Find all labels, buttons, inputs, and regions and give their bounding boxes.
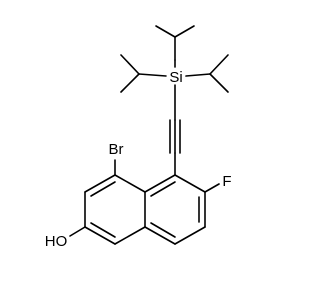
bond bbox=[114, 174, 146, 193]
bond bbox=[144, 174, 176, 193]
hydroxyl-atom-label: HO bbox=[45, 233, 68, 250]
bond bbox=[120, 73, 140, 93]
bond bbox=[69, 226, 86, 237]
bond bbox=[90, 222, 116, 238]
bromine-atom-label: Br bbox=[109, 141, 124, 158]
substituent-bonds bbox=[69, 159, 220, 237]
bond bbox=[84, 174, 116, 193]
bond bbox=[150, 181, 176, 197]
bond bbox=[174, 226, 206, 245]
bond bbox=[150, 222, 176, 238]
bond bbox=[174, 174, 206, 193]
triisopropylsilyl-group bbox=[120, 25, 229, 93]
bond bbox=[120, 54, 140, 75]
bond bbox=[84, 226, 116, 245]
bond bbox=[209, 73, 229, 93]
molecule-diagram: Si Br F HO bbox=[45, 25, 232, 250]
bond bbox=[174, 25, 195, 38]
naphthalene-core bbox=[84, 174, 206, 245]
fluorine-atom-label: F bbox=[222, 173, 231, 190]
bond bbox=[90, 181, 116, 197]
silicon-atom-label: Si bbox=[169, 69, 182, 86]
bond bbox=[209, 54, 229, 75]
alkyne-linker bbox=[169, 84, 181, 176]
structure-svg: Si Br F HO bbox=[45, 25, 232, 250]
bond bbox=[114, 226, 146, 245]
bond bbox=[155, 25, 176, 38]
bond bbox=[138, 73, 167, 77]
bond bbox=[204, 183, 220, 193]
bond bbox=[185, 73, 211, 77]
bond bbox=[144, 226, 176, 245]
